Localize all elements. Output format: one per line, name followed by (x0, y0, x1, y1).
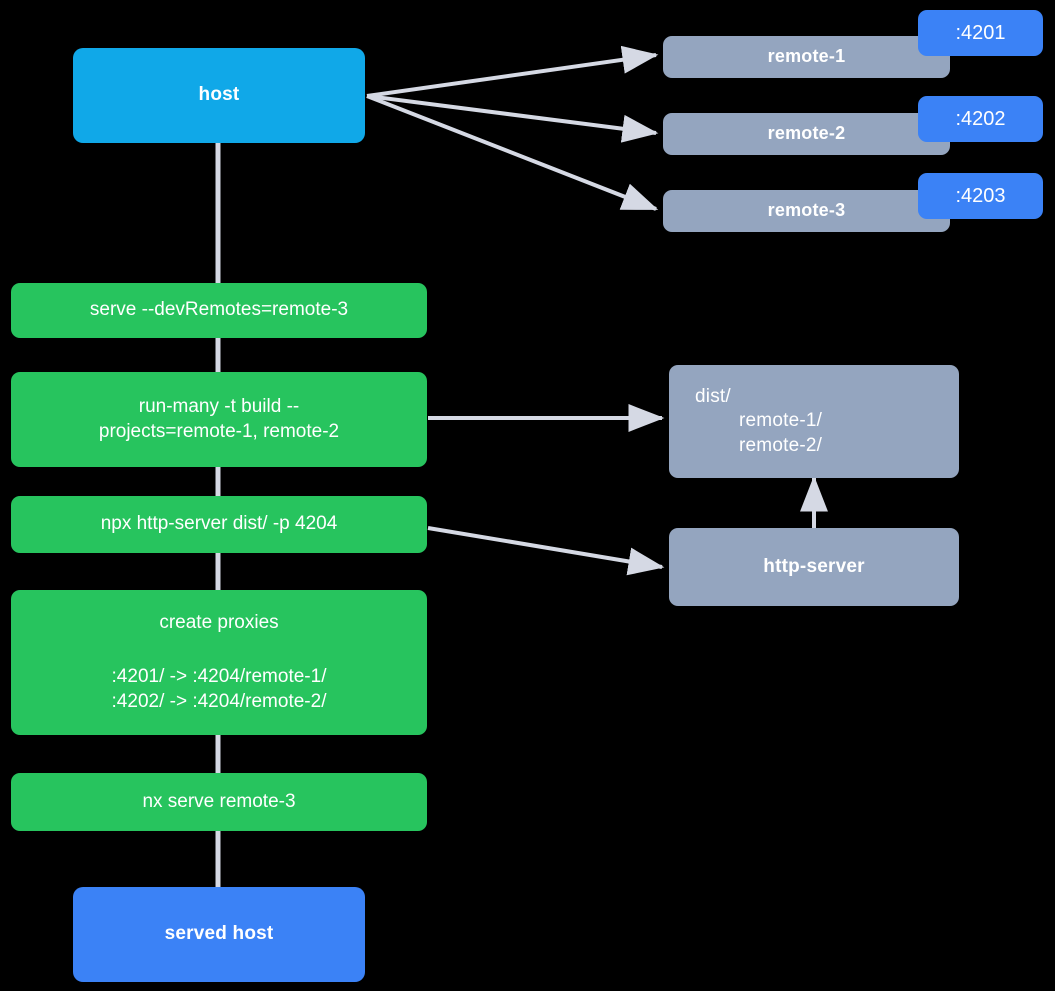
node-served-host[interactable]: served host (73, 887, 365, 982)
edge-npx-to-http-server (427, 526, 665, 576)
node-http-server-label: http-server (763, 555, 865, 577)
node-remote-1[interactable]: remote-1 (663, 36, 950, 78)
port-badge-remote-2-label: :4202 (955, 107, 1006, 130)
node-command-create-proxies[interactable]: create proxies :4201/ -> :4204/remote-1/… (11, 590, 427, 735)
node-dist-folder[interactable]: dist/ remote-1/ remote-2/ (669, 365, 959, 478)
edge-host-to-remote-2 (366, 94, 659, 143)
command-npx-http-server-line-1: npx http-server dist/ -p 4204 (100, 513, 338, 535)
node-host-label: host (198, 84, 240, 106)
command-nx-serve-remote-3-line-1: nx serve remote-3 (142, 790, 296, 812)
command-create-proxies-line-3: :4202/ -> :4204/remote-2/ (111, 690, 327, 712)
command-serve-devremotes-line-1: serve --devRemotes=remote-3 (89, 299, 349, 321)
port-badge-remote-3[interactable]: :4203 (918, 173, 1043, 219)
node-served-host-label: served host (164, 923, 274, 945)
port-badge-remote-1[interactable]: :4201 (918, 10, 1043, 56)
command-run-many-line-1: run-many -t build -- (138, 396, 300, 418)
command-create-proxies-line-2: :4201/ -> :4204/remote-1/ (111, 666, 327, 688)
command-run-many-line-2: projects=remote-1, remote-2 (98, 420, 340, 442)
node-remote-2[interactable]: remote-2 (663, 113, 950, 155)
node-command-npx-http-server[interactable]: npx http-server dist/ -p 4204 (11, 496, 427, 553)
port-badge-remote-3-label: :4203 (955, 184, 1006, 207)
node-command-run-many[interactable]: run-many -t build -- projects=remote-1, … (11, 372, 427, 467)
node-http-server[interactable]: http-server (669, 528, 959, 606)
node-remote-3-label: remote-3 (767, 200, 846, 221)
node-dist-line-1: dist/ (695, 386, 731, 408)
port-badge-remote-2[interactable]: :4202 (918, 96, 1043, 142)
node-command-nx-serve-remote-3[interactable]: nx serve remote-3 (11, 773, 427, 831)
edge-host-to-remote-3 (366, 94, 659, 211)
node-dist-line-3: remote-2/ (739, 434, 823, 456)
node-remote-2-label: remote-2 (767, 123, 846, 144)
node-remote-1-label: remote-1 (767, 46, 846, 67)
command-create-proxies-line-1: create proxies (159, 612, 279, 634)
node-host[interactable]: host (73, 48, 365, 143)
node-command-serve-devremotes[interactable]: serve --devRemotes=remote-3 (11, 283, 427, 338)
port-badge-remote-1-label: :4201 (955, 21, 1006, 44)
node-remote-3[interactable]: remote-3 (663, 190, 950, 232)
edge-host-to-remote-1 (366, 45, 659, 98)
node-dist-line-2: remote-1/ (739, 410, 823, 432)
